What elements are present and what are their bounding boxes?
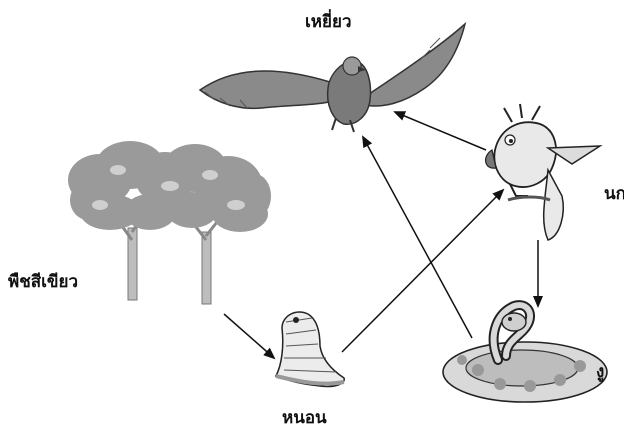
caterpillar-icon bbox=[276, 312, 344, 387]
snake-icon bbox=[443, 305, 607, 402]
label-bird: นก bbox=[604, 186, 624, 203]
tree-icon bbox=[68, 141, 271, 304]
arrow-caterpillar-to-bird bbox=[342, 190, 503, 352]
eagle-icon bbox=[200, 24, 465, 132]
bird-icon bbox=[486, 104, 600, 240]
arrow-bird-to-eagle bbox=[395, 112, 486, 150]
label-snake: งู bbox=[596, 364, 604, 381]
label-plant: พืชสีเขียว bbox=[8, 274, 78, 291]
label-caterpillar: หนอน bbox=[282, 410, 327, 427]
arrow-plant-to-caterpillar bbox=[224, 314, 274, 358]
label-eagle: เหยี่ยว bbox=[305, 14, 351, 31]
